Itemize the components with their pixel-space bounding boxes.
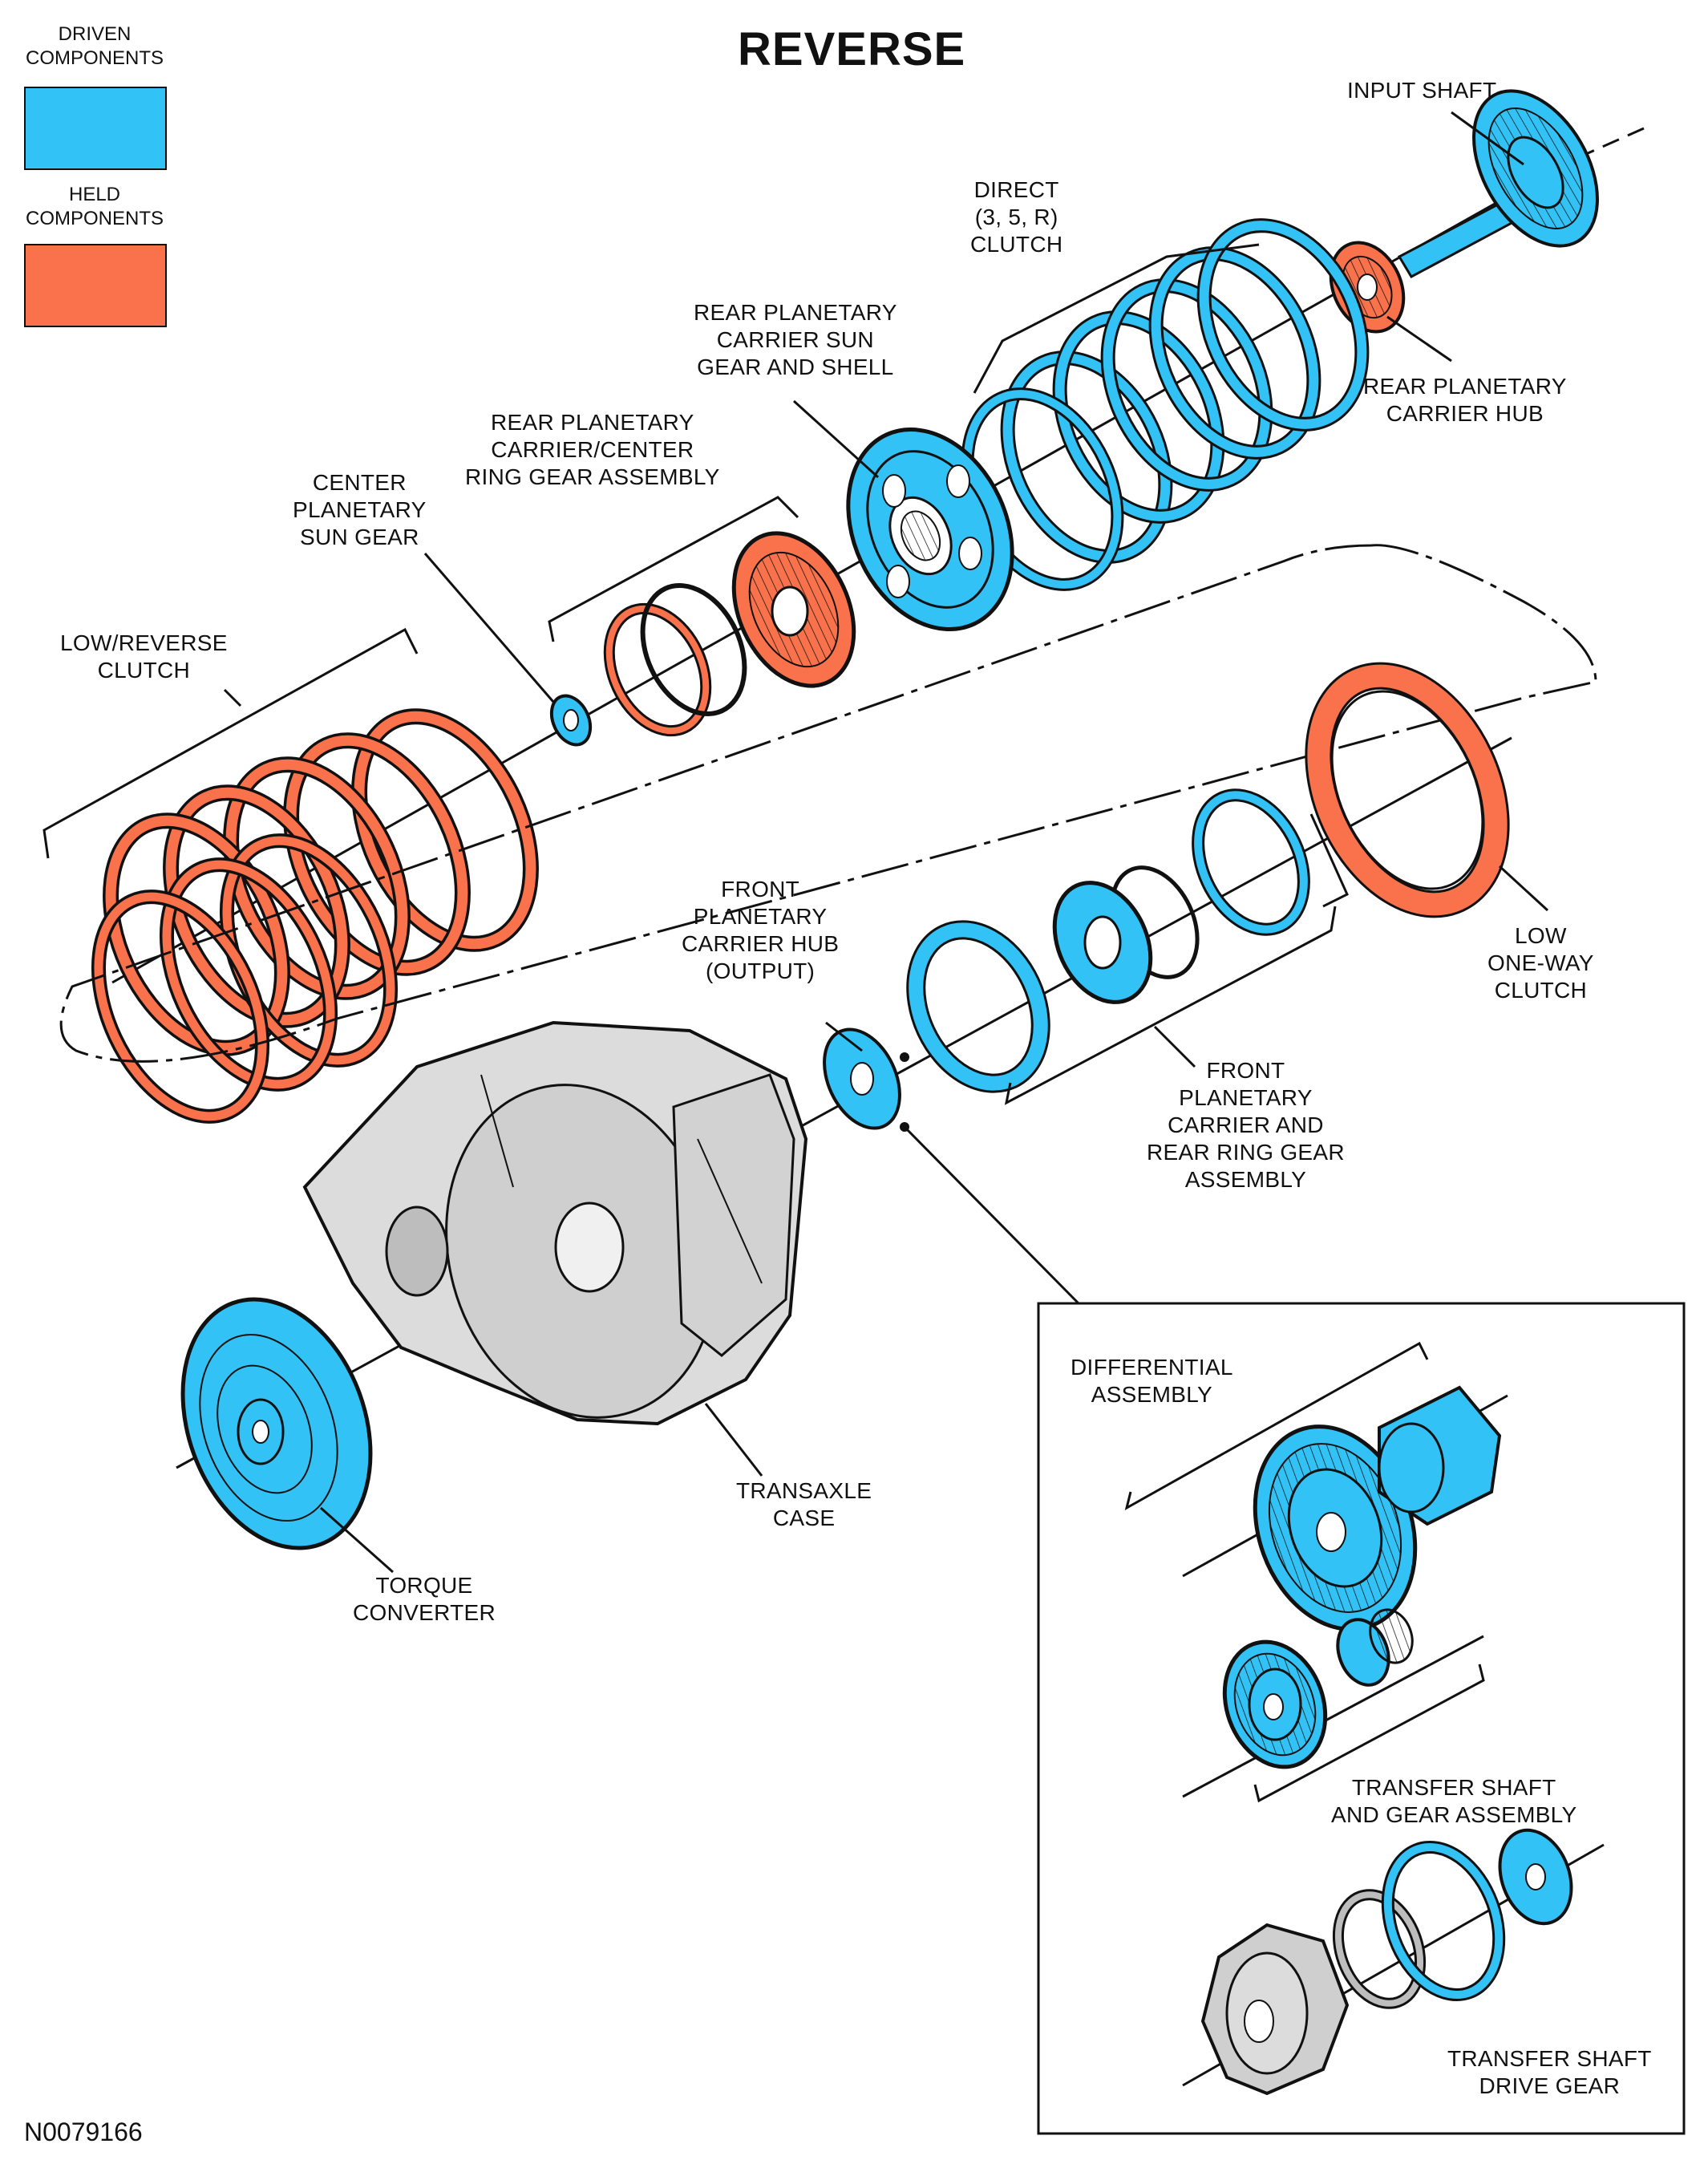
label-direct-clutch: DIRECT (3, 5, R) CLUTCH	[970, 176, 1062, 258]
low-one-way-clutch	[1305, 662, 1510, 918]
torque-converter	[180, 1297, 373, 1550]
label-low-one-way-clutch-line-1: LOW	[1515, 923, 1567, 948]
leader-lines	[42, 111, 1549, 1574]
page-title: REVERSE	[738, 23, 966, 75]
transfer-shaft-drive-gear	[1200, 1828, 1573, 2096]
label-direct-clutch-line-2: (3, 5, R)	[974, 205, 1058, 229]
differential-assembly	[1253, 1385, 1502, 1631]
label-rear-planetary-ring-assembly-line-1: REAR PLANETARY	[490, 410, 694, 435]
label-center-sun-gear-line-3: SUN GEAR	[299, 525, 419, 549]
label-differential-line-2: ASSEMBLY	[1091, 1382, 1212, 1407]
label-transfer-drive-gear-line-2: DRIVE GEAR	[1479, 2073, 1621, 2098]
label-low-reverse-clutch-line-2: CLUTCH	[97, 658, 191, 683]
label-transaxle-case-line-2: CASE	[772, 1505, 836, 1530]
label-center-sun-gear-line-2: PLANETARY	[293, 497, 427, 522]
label-center-sun-gear-line-1: CENTER	[312, 470, 407, 495]
label-torque-converter-line-2: CONVERTER	[353, 1600, 496, 1625]
label-torque-converter-line-1: TORQUE	[375, 1573, 473, 1598]
label-rear-planetary-ring-assembly-line-3: RING GEAR ASSEMBLY	[465, 464, 720, 489]
label-transaxle-case-line-1: TRANSAXLE	[736, 1478, 872, 1503]
label-direct-clutch-line-3: CLUTCH	[970, 232, 1063, 257]
front-planetary-carrier-ring	[906, 788, 1310, 1093]
label-differential-line-1: DIFFERENTIAL	[1071, 1355, 1233, 1380]
label-low-one-way-clutch-line-2: ONE-WAY	[1487, 950, 1594, 975]
legend-held-label: HELD COMPONENTS	[22, 183, 167, 231]
label-front-carrier-hub-line-1: FRONT	[721, 877, 800, 902]
transaxle-case	[302, 1020, 808, 1426]
input-shaft	[1397, 89, 1599, 278]
label-transfer-shaft-line-2: AND GEAR ASSEMBLY	[1331, 1802, 1577, 1827]
label-rear-planetary-sun-shell-line-3: GEAR AND SHELL	[697, 355, 894, 379]
rear-planetary-ring-assembly	[603, 531, 856, 737]
label-low-reverse-clutch-line-1: LOW/REVERSE	[60, 630, 228, 655]
label-rear-planetary-sun-shell-line-2: CARRIER SUN	[716, 327, 874, 352]
label-input-shaft-line-1: INPUT SHAFT	[1347, 78, 1497, 103]
legend-held-line2: COMPONENTS	[25, 208, 164, 229]
label-front-carrier-hub-line-2: PLANETARY	[693, 904, 828, 929]
group-outline-dashed	[59, 544, 1597, 1063]
legend-driven-line2: COMPONENTS	[25, 47, 164, 69]
label-low-reverse-clutch: LOW/REVERSE CLUTCH	[60, 630, 228, 684]
label-rear-planetary-ring-assembly-line-2: CARRIER/CENTER	[491, 437, 694, 462]
label-input-shaft: INPUT SHAFT	[1347, 77, 1496, 104]
legend-driven-swatch	[24, 87, 167, 170]
inset-box	[1037, 1302, 1686, 2135]
low-reverse-clutch-pack	[91, 708, 539, 1124]
label-transfer-drive-gear-line-1: TRANSFER SHAFT	[1447, 2046, 1652, 2071]
legend-driven-label: DRIVEN COMPONENTS	[22, 22, 167, 71]
legend-driven-line1: DRIVEN	[58, 23, 132, 45]
label-transfer-shaft-line-1: TRANSFER SHAFT	[1351, 1775, 1556, 1800]
transfer-shaft-gear	[1222, 1608, 1414, 1769]
rear-planetary-sun-shell	[846, 428, 1014, 631]
center-planetary-sun-gear	[549, 694, 593, 747]
label-front-carrier-ring-line-3: CARRIER AND	[1168, 1112, 1324, 1137]
label-front-carrier-ring-line-2: PLANETARY	[1179, 1085, 1313, 1110]
label-front-carrier-hub-line-4: (OUTPUT)	[706, 958, 816, 983]
label-rear-planetary-carrier-hub-line-1: REAR PLANETARY	[1363, 374, 1567, 399]
label-front-carrier-ring-line-5: ASSEMBLY	[1184, 1167, 1307, 1192]
label-front-carrier-ring-line-1: FRONT	[1206, 1058, 1285, 1083]
label-front-carrier-ring-line-4: REAR RING GEAR	[1147, 1140, 1345, 1165]
label-rear-planetary-carrier-hub-line-2: CARRIER HUB	[1386, 401, 1544, 426]
label-direct-clutch-line-1: DIRECT	[973, 177, 1059, 202]
front-planetary-carrier-hub	[823, 1027, 909, 1132]
legend-held-line1: HELD	[68, 184, 121, 205]
label-rear-planetary-sun-shell-line-1: REAR PLANETARY	[694, 300, 897, 325]
label-low-one-way-clutch-line-3: CLUTCH	[1494, 978, 1588, 1003]
figure-code: N0079166	[24, 2117, 143, 2146]
legend-held-swatch	[24, 244, 167, 327]
label-front-carrier-hub-line-3: CARRIER HUB	[682, 931, 840, 956]
